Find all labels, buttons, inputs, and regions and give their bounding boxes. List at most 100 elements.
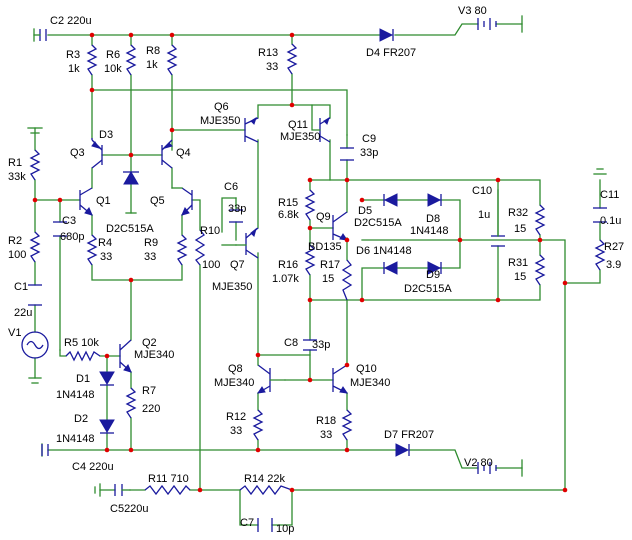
- label-r12: R12: [226, 411, 246, 423]
- capacitor-c6: [229, 209, 243, 223]
- label-r15: R15: [278, 197, 298, 209]
- label-d5-value: D2C515A: [354, 217, 402, 229]
- label-q8: Q8: [228, 363, 243, 375]
- resistor-r17: [341, 259, 353, 301]
- capacitor-c8: [303, 339, 317, 351]
- resistor-r7: [125, 387, 137, 419]
- label-r18: R18: [316, 415, 336, 427]
- label-r12-value: 33: [230, 425, 242, 437]
- diode-d9: [427, 261, 442, 275]
- capacitor-c3: [53, 221, 67, 237]
- label-r16: R16: [278, 259, 298, 271]
- transistor-q6: [244, 116, 259, 143]
- label-r32-value: 15: [514, 223, 526, 235]
- diode-d8: [427, 193, 442, 207]
- label-d3: D3: [99, 129, 113, 141]
- label-d7: D7 FR207: [384, 429, 434, 441]
- label-r18-value: 33: [320, 429, 332, 441]
- label-r9: R9: [144, 237, 158, 249]
- label-r16-value: 1.07k: [272, 273, 299, 285]
- label-q4: Q4: [176, 147, 191, 159]
- diode-d5: [383, 193, 398, 207]
- label-q7-value: MJE350: [212, 281, 252, 293]
- label-v1: V1: [8, 327, 21, 339]
- label-c9-value: 33p: [360, 147, 378, 159]
- label-c4: C4 220u: [72, 461, 114, 473]
- label-d5: D5: [358, 205, 372, 217]
- resistor-r16: [304, 244, 316, 276]
- label-c11: C11: [600, 189, 619, 201]
- label-r6-value: 10k: [104, 63, 122, 75]
- resistor-r6: [125, 44, 137, 76]
- label-r7: R7: [142, 385, 156, 397]
- label-c11-value: 0.1u: [600, 215, 621, 227]
- label-v2: V2 80: [464, 457, 493, 469]
- capacitor-c2: [33, 29, 47, 41]
- resistors: [29, 43, 606, 496]
- label-c5: C5220u: [110, 503, 149, 515]
- label-c1: C1: [14, 281, 28, 293]
- label-q11: Q11: [288, 119, 308, 131]
- label-c7-value: 10p: [276, 523, 294, 535]
- label-d1-value: 1N4148: [56, 389, 95, 401]
- label-q8-value: MJE340: [214, 377, 254, 389]
- label-q7: Q7: [230, 259, 245, 271]
- label-c8: C8: [284, 337, 298, 349]
- label-q2-value: MJE340: [134, 349, 174, 361]
- battery-v3: [477, 18, 497, 30]
- resistor-r10: [194, 229, 206, 266]
- transistor-q10: [332, 364, 349, 394]
- label-r3: R3: [66, 49, 80, 61]
- battery-v2: [477, 462, 497, 474]
- capacitor-c1: [28, 284, 42, 306]
- resistor-r31: [534, 254, 546, 286]
- label-r11: R11 710: [148, 473, 189, 485]
- label-c10-value: 1u: [478, 209, 490, 221]
- diode-d7: [395, 443, 410, 457]
- diode-d2: [99, 419, 115, 434]
- resistor-r18: [341, 409, 353, 441]
- resistor-r9: [176, 234, 188, 266]
- transistor-q1: [79, 187, 93, 216]
- label-c6: C6: [224, 181, 238, 193]
- label-c3-value: 680p: [60, 231, 84, 243]
- capacitor-c9: [340, 147, 354, 161]
- diode-d3: [123, 171, 139, 185]
- label-d8: D8: [426, 213, 440, 225]
- transistor-q4: [161, 139, 173, 169]
- label-d2-value: 1N4148: [56, 433, 95, 445]
- diode-d6: [383, 261, 398, 275]
- label-r17: R17: [320, 259, 340, 271]
- label-c7: C7: [240, 517, 254, 529]
- label-r1: R1: [8, 157, 22, 169]
- transistor-q2: [119, 339, 132, 373]
- diode-d4: [379, 28, 394, 42]
- signal-source-v1: [21, 331, 49, 359]
- capacitor-c4: [41, 444, 49, 456]
- label-r10: R10: [200, 225, 220, 237]
- capacitors: [28, 29, 607, 532]
- label-r15-value: 6.8k: [278, 209, 299, 221]
- resistor-r8: [166, 44, 178, 76]
- resistor-r15: [304, 189, 316, 221]
- resistor-r13: [286, 43, 298, 75]
- label-r31: R31: [508, 257, 528, 269]
- transistors: [79, 104, 349, 394]
- label-r27: R27: [604, 241, 624, 253]
- label-r3-value: 1k: [68, 63, 80, 75]
- label-c9: C9: [362, 133, 376, 145]
- resistor-r2: [29, 231, 41, 263]
- transistor-q11: [311, 104, 331, 143]
- label-r9-value: 33: [144, 251, 156, 263]
- label-q11-value: MJE350: [280, 131, 320, 143]
- label-q3: Q3: [70, 147, 85, 159]
- label-c1-value: 22u: [14, 307, 32, 319]
- label-v3: V3 80: [458, 5, 487, 17]
- junctions: [32, 32, 568, 493]
- label-q10-value: MJE340: [350, 377, 390, 389]
- label-r17-value: 15: [322, 273, 334, 285]
- resistor-r1: [29, 149, 41, 181]
- labels: C2 220u R3 1k R6 10k R8 1k R13 33 D4 FR2…: [8, 5, 624, 535]
- label-d1: D1: [76, 373, 90, 385]
- label-r13-value: 33: [266, 61, 278, 73]
